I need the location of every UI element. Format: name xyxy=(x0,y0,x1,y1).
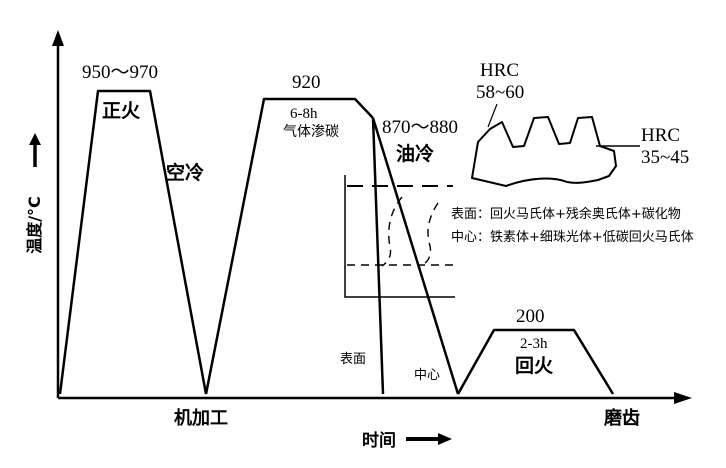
y-axis-label: 温度/°C xyxy=(25,196,44,255)
temper-label: 回火 xyxy=(515,355,554,377)
core-structure-text: 中心：铁素体+细珠光体+低碳回火马氏体 xyxy=(451,230,694,245)
temper-time: 2-3h xyxy=(520,336,548,352)
grinding-label: 磨齿 xyxy=(604,407,640,429)
inset-frame xyxy=(344,175,455,298)
surface-curve-label: 表面 xyxy=(340,352,366,367)
carburize-temp: 920 xyxy=(292,72,321,93)
time-arrow-head xyxy=(438,433,452,445)
gear-profile xyxy=(471,116,617,187)
temper-temp: 200 xyxy=(516,306,545,327)
surface-hardness-value: 58~60 xyxy=(476,82,524,103)
structure-inset xyxy=(344,175,455,298)
carburize-label: 气体渗碳 xyxy=(283,124,339,140)
x-axis-label: 时间 xyxy=(362,430,396,451)
surface-hardness-label: HRC xyxy=(480,60,519,81)
inset-curve-right xyxy=(419,202,439,268)
gear-root-arc xyxy=(505,177,568,187)
normalize-temp: 950～970 xyxy=(82,62,158,83)
x-axis-arrow xyxy=(674,392,692,404)
quench-temp: 870～880 xyxy=(382,117,458,138)
normalize-curve xyxy=(58,89,208,395)
surface-quench-curve xyxy=(371,117,385,395)
temperature-arrow-head xyxy=(29,133,41,145)
core-hardness-value: 35~45 xyxy=(641,147,689,168)
surface-structure-text: 表面：回火马氏体+残余奥氏体+碳化物 xyxy=(451,206,681,222)
carburize-curve xyxy=(204,97,374,395)
carburize-time: 6-8h xyxy=(290,106,318,122)
y-axis-label-group: 温度/°C xyxy=(25,133,44,255)
temper-curve xyxy=(456,328,615,395)
machining-label: 机加工 xyxy=(174,408,228,429)
core-hardness-label: HRC xyxy=(641,125,680,146)
inset-curve-left xyxy=(381,196,403,267)
axes xyxy=(56,44,676,400)
normalize-label: 正火 xyxy=(102,100,141,122)
air-cool-label: 空冷 xyxy=(166,161,204,184)
core-curve-label: 中心 xyxy=(414,368,440,383)
core-quench-curve xyxy=(371,117,460,395)
y-axis-arrow xyxy=(52,30,64,46)
oil-cool-label: 油冷 xyxy=(396,142,434,165)
surface-hardness-leader xyxy=(487,103,498,128)
